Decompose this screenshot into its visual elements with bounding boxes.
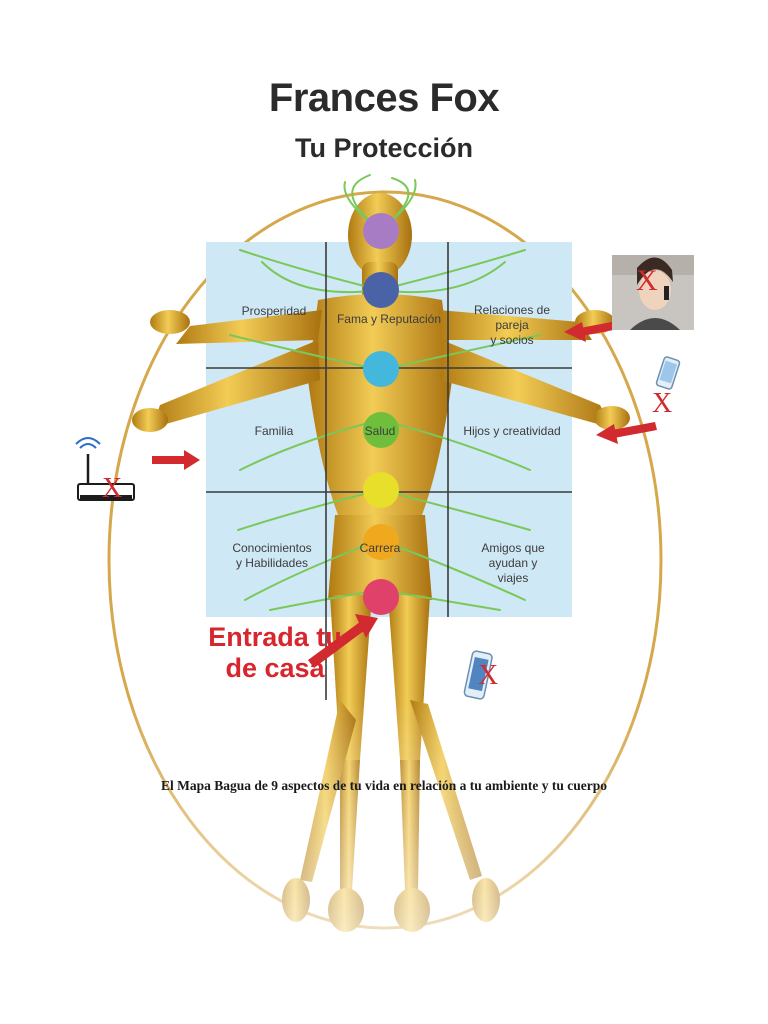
cell-prosperity: Prosperidad xyxy=(241,304,307,318)
arrow-router xyxy=(152,450,200,470)
arrow-entrance xyxy=(308,614,378,668)
page-subtitle: Tu Protección xyxy=(294,133,474,163)
cell-children: Hijos y creatividad xyxy=(463,424,561,438)
red-x-icon: X xyxy=(102,473,122,504)
chakra-heart xyxy=(363,412,399,448)
chakra-circles xyxy=(363,213,399,615)
red-x-icon: X xyxy=(478,660,498,691)
entrance-label: Entrada tu de casa xyxy=(208,622,342,683)
red-arrows xyxy=(152,320,657,668)
page-title: Frances Fox xyxy=(268,76,500,120)
phone-call-photo-icon xyxy=(612,255,694,330)
cell-relationships: Relaciones de pareja y socios xyxy=(473,303,551,347)
wifi-router-icon xyxy=(75,437,135,501)
cell-family: Familia xyxy=(254,424,294,438)
chakra-throat xyxy=(363,351,399,387)
red-x-icon: X xyxy=(636,264,658,297)
cell-knowledge: Conocimientos y Habilidades xyxy=(232,541,312,570)
energy-lines xyxy=(229,174,541,611)
red-x-icon: X xyxy=(652,388,672,419)
mobile-phone-icon xyxy=(655,356,681,390)
mobile-phone-icon xyxy=(463,650,493,700)
arrow-mobile xyxy=(596,422,657,444)
chakra-solar-plexus xyxy=(363,472,399,508)
caption: El Mapa Bagua de 9 aspectos de tu vida e… xyxy=(160,778,607,793)
chakra-root xyxy=(363,579,399,615)
chakra-sacral xyxy=(363,524,399,560)
chakra-third-eye xyxy=(363,272,399,308)
cell-career: Carrera xyxy=(359,541,401,555)
cell-friends: Amigos que ayudan y viajes xyxy=(481,541,545,585)
chakra-crown xyxy=(363,213,399,249)
cell-fame: Fama y Reputación xyxy=(336,312,442,326)
cell-health: Salud xyxy=(364,424,396,438)
